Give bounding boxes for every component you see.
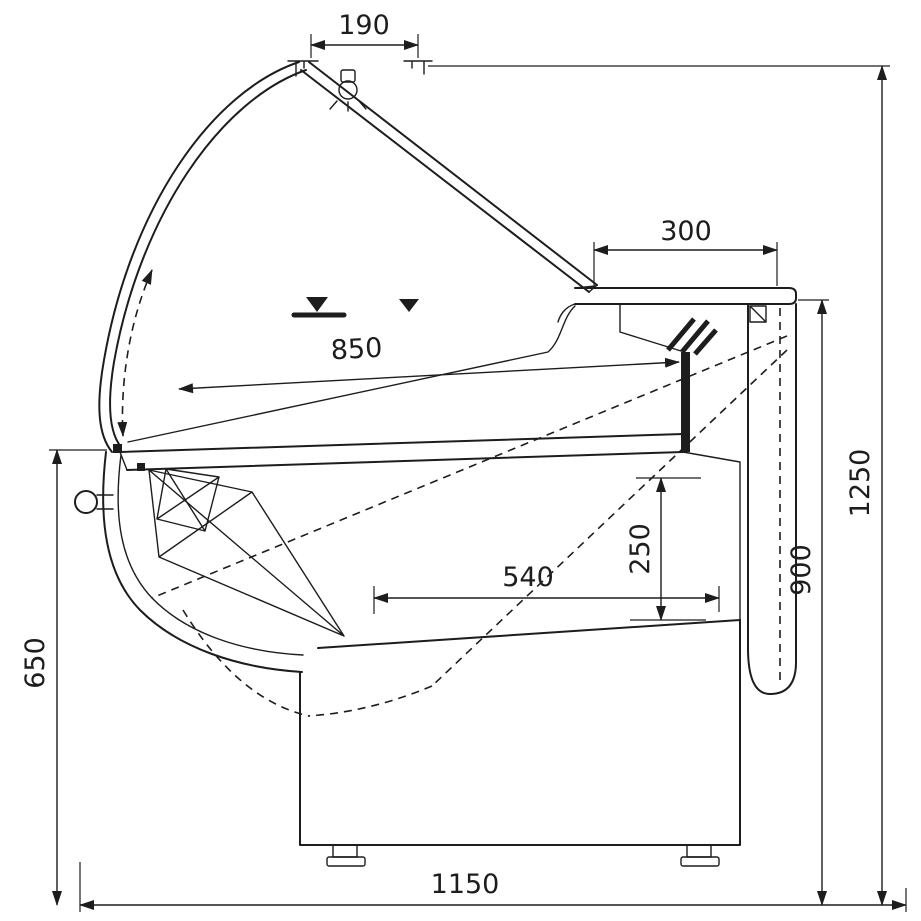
dimension-250-label: 250 (625, 523, 656, 575)
curved-front-glass (98, 61, 307, 453)
dimension-900-label: 900 (786, 544, 817, 596)
dimension-300: 300 (593, 216, 778, 286)
cabinet-body (74, 451, 304, 673)
dimension-650: 650 (20, 449, 107, 906)
level-symbol-icons (291, 297, 419, 318)
display-deck (113, 305, 690, 471)
dimension-850-label: 850 (330, 333, 383, 367)
airflow-hatch-icon (666, 317, 718, 356)
rear-panel (747, 303, 797, 695)
dimension-190-label: 190 (338, 10, 390, 41)
top-shelf (557, 285, 797, 352)
canopy-lamp-assembly (287, 60, 433, 112)
dimension-540: 540 (373, 562, 720, 614)
dimension-1250: 1250 (428, 65, 890, 906)
dimension-250: 250 (625, 477, 706, 621)
dimension-1150: 1150 (79, 862, 907, 912)
dimension-900: 900 (786, 299, 829, 906)
hidden-swing-lines (151, 335, 788, 717)
deck-rear-riser (681, 352, 690, 452)
base-cabinet (299, 451, 741, 846)
dimension-300-label: 300 (660, 216, 712, 247)
dimension-650-label: 650 (20, 637, 51, 689)
dimension-190: 190 (310, 10, 419, 58)
lamp-bulb-icon (338, 80, 358, 100)
foot-left (326, 844, 366, 867)
bumper-knob (74, 490, 98, 514)
raised-lid-glass (300, 61, 598, 293)
lamp-holder (340, 69, 356, 83)
foot-right (680, 844, 720, 867)
dimension-1250-label: 1250 (845, 449, 876, 518)
dimension-540-label: 540 (502, 562, 554, 593)
dimension-850: 850 (178, 333, 680, 394)
glass-open-arc (117, 269, 153, 437)
evaporator-coil-icon (148, 468, 345, 637)
dimension-1150-label: 1150 (431, 869, 500, 900)
